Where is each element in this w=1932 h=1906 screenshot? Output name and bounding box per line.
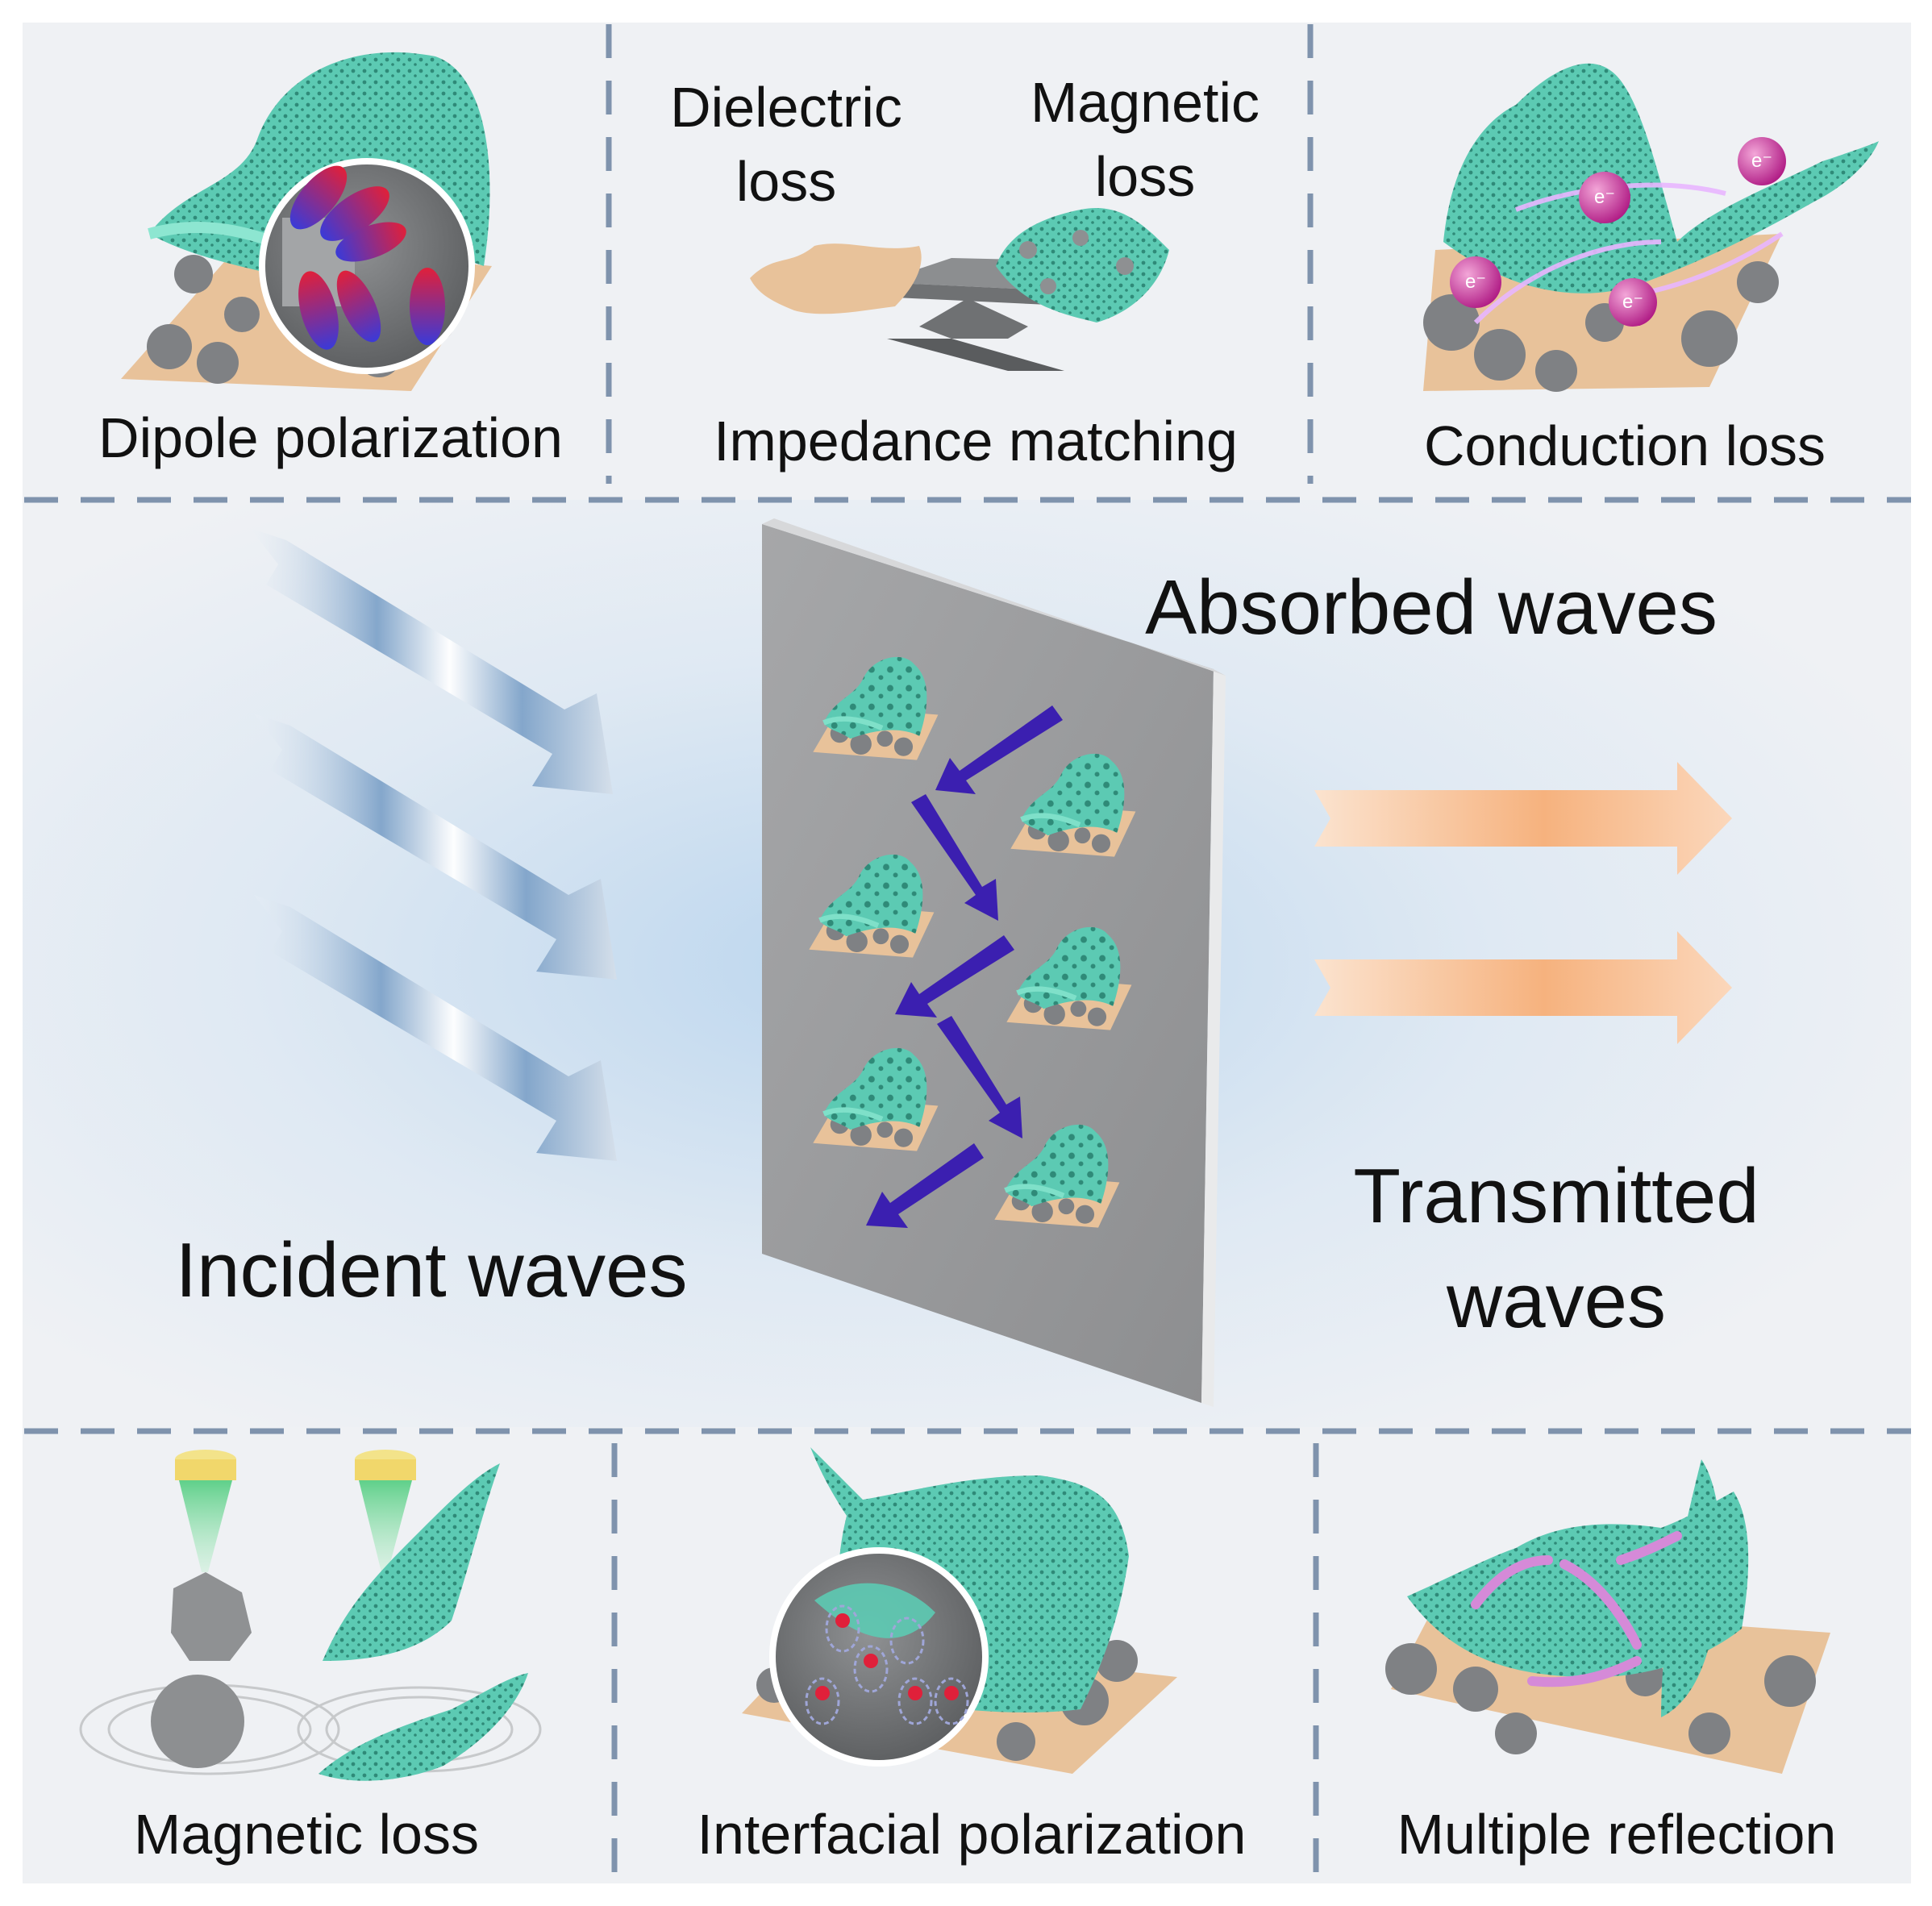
dipole-polarization-label: Dipole polarization	[98, 406, 563, 469]
interfacial-polarization-label: Interfacial polarization	[697, 1803, 1247, 1866]
reflection-paths	[1471, 1531, 1682, 1688]
interfacial-illustration	[742, 1447, 1177, 1774]
electron-label: e⁻	[1593, 186, 1616, 208]
multiple-reflection-label: Multiple reflection	[1397, 1803, 1837, 1866]
impedance-matching-label: Impedance matching	[714, 410, 1238, 472]
dielectric-loss-label-line2: loss	[735, 150, 837, 213]
absorbed-waves-label: Absorbed waves	[1145, 564, 1718, 651]
magnetic-loss-illustration	[79, 1450, 542, 1781]
electron-label: e⁻	[1622, 291, 1644, 313]
interfacial-dipoles	[805, 1604, 969, 1725]
incident-waves-label: Incident waves	[175, 1227, 688, 1313]
reflection-arrows	[866, 705, 1063, 1228]
panel-dividers	[24, 24, 1911, 1883]
transmitted-waves-label-line1: Transmitted	[1353, 1153, 1759, 1239]
transmitted-waves-label-line2: waves	[1446, 1258, 1667, 1344]
dipole-ellipses	[289, 165, 445, 350]
balance-illustration	[750, 208, 1169, 371]
conduction-loss-label: Conduction loss	[1423, 414, 1826, 477]
transmitted-arrows	[1314, 762, 1732, 1044]
conduction-illustration	[1423, 63, 1879, 392]
dielectric-loss-label-line1: Dielectric	[670, 76, 902, 139]
electron-label: e⁻	[1751, 150, 1773, 172]
multiple-reflection-illustration	[1385, 1459, 1830, 1774]
magnetic-loss-top-label-line2: loss	[1094, 145, 1196, 208]
electron-particles	[1450, 137, 1786, 327]
magnetic-loss-bottom-label: Magnetic loss	[134, 1803, 479, 1866]
electron-label: e⁻	[1464, 271, 1487, 293]
absorber-panel	[762, 518, 1226, 1407]
magnetic-loss-top-label-line1: Magnetic	[1030, 71, 1260, 134]
incident-arrows	[250, 528, 617, 1161]
dipole-illustration	[121, 52, 492, 391]
